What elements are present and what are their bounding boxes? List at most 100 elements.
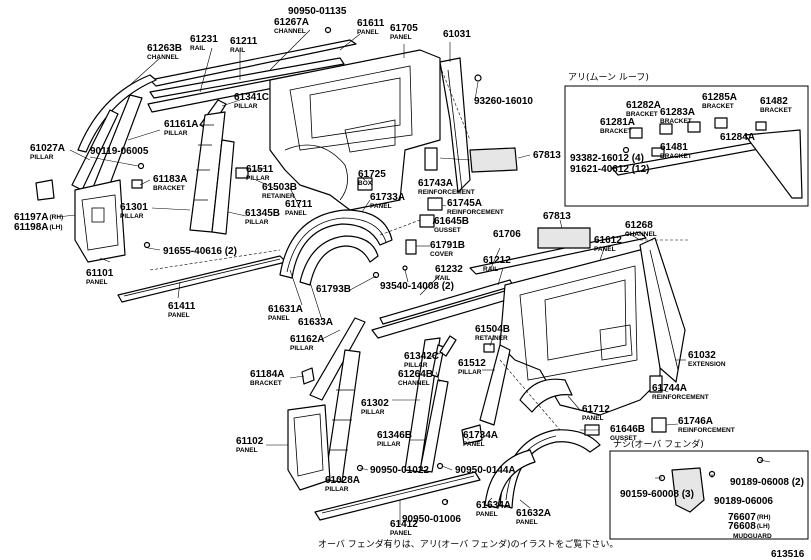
part-name: PANEL [463,441,485,448]
part-name: CHANNEL [147,54,179,61]
part-61346B-shape [419,379,449,473]
part-61631A-shape [279,209,393,279]
part-number: 61791B [430,240,465,251]
part-61612-shape [499,249,661,416]
part-number: 61342C [404,351,439,362]
part-name: COVER [430,251,453,258]
label-p90950_01006: 90950-01006 [402,514,461,525]
part-number: 61346B [377,430,412,441]
label-p76607: 76607(RH) [728,512,771,523]
part-61162A-shape [309,317,366,401]
part-name: RETAINER [262,193,295,200]
part-number: 61211 [230,36,258,47]
part-number: 61284A [720,132,755,143]
part-name: GUSSET [610,435,637,442]
part-61342C-shape [439,335,457,357]
part-name: PANEL [268,315,290,322]
part-name: PILLAR [361,409,385,416]
part-name: RAIL [230,47,245,54]
part-name: CHANNEL [398,380,430,387]
part-61231-shape [149,57,345,99]
part-61743A-shape [424,147,438,171]
part-name: PANEL [476,511,498,518]
leader-lines [57,27,771,525]
part-number: 90950-01006 [402,514,461,525]
label-m61284A: 61284A [720,132,755,143]
part-name: RAIL [435,275,450,282]
part-number: 76607 [728,512,756,523]
part-number: 90950-0144A [455,465,516,476]
part-name: PILLAR [325,486,349,493]
part-number: 90159-60008 (3) [620,489,694,500]
part-number: 61734A [463,430,498,441]
part-number: 61611 [357,18,385,29]
part-number: 90189-06006 [714,496,773,507]
part-name: CHANNEL [625,231,657,238]
part-number: 93382-16012 (4) [570,153,644,164]
part-name: PANEL [390,530,412,537]
label-p90119_06005: 90119-06005 [90,146,149,157]
part-67813-lower-shape [537,227,591,249]
label-m91621: 91621-40612 (12) [570,164,650,175]
part-number: 61031 [443,29,471,40]
part-name: PILLAR [120,213,144,220]
part-name: REINFORCEMENT [678,427,735,434]
part-61791B-shape [405,239,417,255]
moonroof-title: アリ(ムーン ルーフ) [568,72,649,83]
part-61512-shape [479,344,511,426]
part-number: 61102 [236,436,264,447]
part-number: 61161A [164,119,198,130]
part-67813-upper-shape [469,147,518,173]
part-61745A-shape [427,197,443,211]
part-name: BRACKET [626,111,658,118]
part-61101-shape [74,179,126,263]
part-number: 61263B [147,43,182,54]
part-number: 61646B [610,424,645,435]
part-name: PANEL [86,279,108,286]
part-number: 67813 [533,150,561,161]
part-number: 61032 [688,350,716,361]
part-number: 61345B [245,208,280,219]
part-number: 76608 [728,521,756,532]
part-name: RAIL [190,45,205,52]
part-number: 61412 [390,519,418,530]
part-name: PILLAR [245,219,269,226]
label-p90189_06008: 90189-06008 (2) [730,477,804,488]
part-number: 61028A [325,475,360,486]
part-number: 61511 [246,164,274,175]
part-name: BRACKET [702,103,734,110]
part-61734A-shape [461,424,483,445]
part-number: 61631A [268,304,303,315]
label-p61793B: 61793B [316,284,351,295]
part-name: RAIL [483,266,498,273]
part-number: 61634A [476,500,511,511]
overfender-title: ナシ(オーバ フェンダ) [613,438,704,450]
label-p61197A: 61197A(RH) [14,212,63,223]
part-number: 61793B [316,284,351,295]
